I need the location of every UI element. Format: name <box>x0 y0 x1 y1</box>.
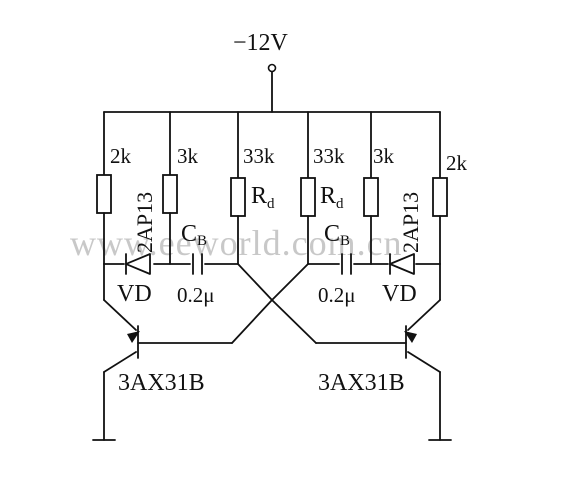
right-collector-lead <box>407 299 441 331</box>
left-diode-part: 2AP13 <box>132 192 157 253</box>
left-bias-resistor-label: 3k <box>177 144 199 168</box>
right-rd-value: 33k <box>313 144 345 168</box>
right-diode-part: 2AP13 <box>398 192 423 253</box>
right-capacitor <box>341 253 352 275</box>
left-diode-name: VD <box>117 281 152 307</box>
right-collector-resistor-label: 2k <box>446 151 468 175</box>
right-rd-name: Rd <box>320 183 344 212</box>
supply-terminal <box>267 63 277 73</box>
left-transistor <box>103 325 233 373</box>
right-cap-name: CB <box>324 221 350 249</box>
left-cap-name: CB <box>181 221 207 249</box>
right-rd-resistor <box>300 177 316 217</box>
right-transistor-label: 3AX31B <box>318 370 405 396</box>
right-collector-resistor <box>432 177 448 217</box>
left-cap-value: 0.2μ <box>177 283 215 307</box>
left-diode <box>125 253 151 275</box>
right-cap-value: 0.2μ <box>318 283 356 307</box>
cross-wire-right-to-left <box>231 263 309 344</box>
left-capacitor <box>192 253 203 275</box>
supply-label: −12V <box>233 30 289 56</box>
left-collector-lead <box>103 299 137 331</box>
right-diode-name: VD <box>382 281 417 307</box>
watermark: www.eeworld.com.cn <box>70 223 403 263</box>
left-transistor-label: 3AX31B <box>118 370 205 396</box>
left-collector-resistor-label: 2k <box>110 144 132 168</box>
right-bias-resistor <box>363 177 379 217</box>
left-collector-resistor <box>96 174 112 214</box>
right-transistor <box>315 325 441 373</box>
right-diode <box>389 253 415 275</box>
left-rd-name: Rd <box>251 183 275 212</box>
cross-wire-left-to-right <box>237 263 317 344</box>
right-bias-resistor-label: 3k <box>373 144 395 168</box>
left-bias-resistor <box>162 174 178 214</box>
left-rd-resistor <box>230 177 246 217</box>
left-rd-value: 33k <box>243 144 275 168</box>
